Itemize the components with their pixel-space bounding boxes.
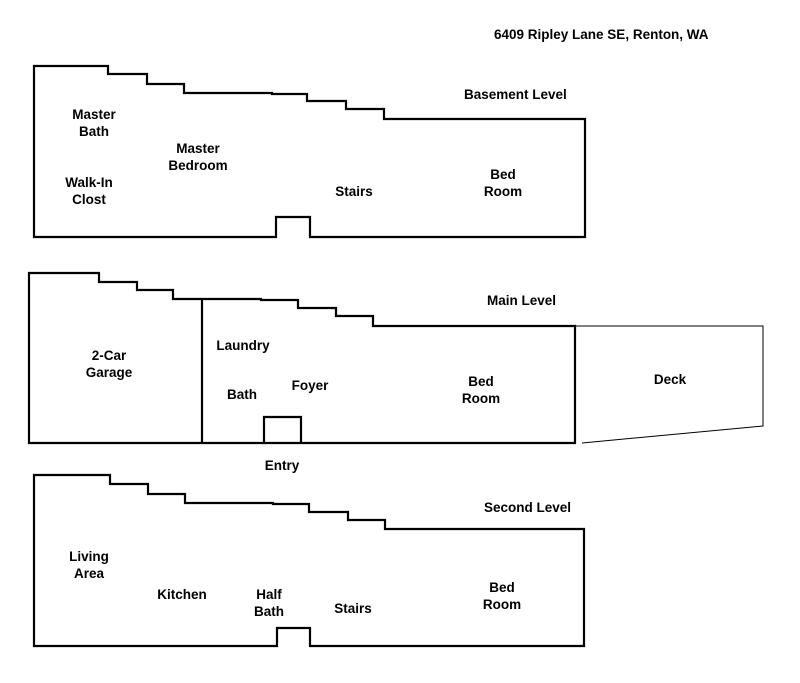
room-laundry: Laundry [216,338,270,353]
entry-bump [262,415,303,443]
main-level-title: Main Level [487,293,557,308]
second-level-title: Second Level [484,500,572,515]
room-basement-stairs: Stairs [335,184,373,199]
room-second-stairs: Stairs [334,601,372,616]
address-label: 6409 Ripley Lane SE, Renton, WA [494,27,709,42]
deck-outline [575,325,764,444]
deck-label: Deck [653,372,687,387]
entry-label: Entry [264,458,300,473]
room-main-bath: Bath [227,387,257,402]
second-level-outline [32,473,586,648]
room-kitchen: Kitchen [157,587,207,602]
basement-outline [32,64,587,239]
room-foyer: Foyer [291,378,329,393]
basement-level-title: Basement Level [464,87,567,102]
